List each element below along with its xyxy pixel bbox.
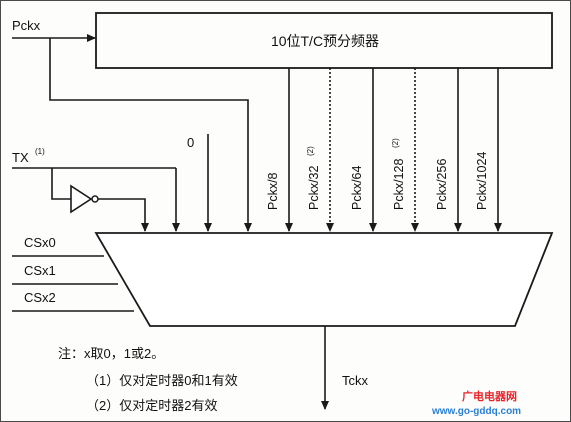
- tx-note: (1): [35, 147, 45, 156]
- prescaler-box: [95, 12, 553, 69]
- note-line-3: （2）仅对定时器2有效: [86, 398, 217, 413]
- tap-label-8: Pckx/8: [266, 172, 280, 210]
- tx-label: TX: [12, 150, 29, 165]
- tap-note-32: (2): [306, 146, 315, 156]
- pck-label: Pckx: [12, 18, 41, 33]
- tap-label-32: Pckx/32: [307, 165, 321, 210]
- cs2-label: CSx2: [24, 290, 56, 305]
- watermark-url: www.go-gddq.com: [431, 406, 521, 417]
- tap-label-64: Pckx/64: [350, 165, 364, 210]
- cs1-label: CSx1: [24, 263, 56, 278]
- tap-note-128: (2): [391, 138, 400, 148]
- tap-label-256: Pckx/256: [435, 159, 449, 210]
- output-label: Tckx: [342, 373, 369, 388]
- watermark-site-name: 广电电器网: [462, 389, 517, 403]
- tap-label-128: Pckx/128: [392, 159, 406, 210]
- tap-label-1024: Pckx/1024: [475, 152, 489, 210]
- prescaler-title: 10位T/C预分频器: [271, 33, 379, 49]
- cs0-label: CSx0: [24, 235, 56, 250]
- inverter-bubble: [91, 195, 99, 203]
- tx-inverted-arrow: [98, 198, 149, 232]
- inverter-icon: [70, 184, 93, 214]
- zero-label: 0: [187, 135, 194, 150]
- pck-direct-path: [49, 38, 252, 232]
- tx-inverter-feed: [51, 168, 71, 200]
- note-line-2: （1）仅对定时器0和1有效: [86, 373, 238, 388]
- multiplexer: [94, 232, 554, 327]
- note-line-1: 注：x取0，1或2。: [58, 346, 164, 361]
